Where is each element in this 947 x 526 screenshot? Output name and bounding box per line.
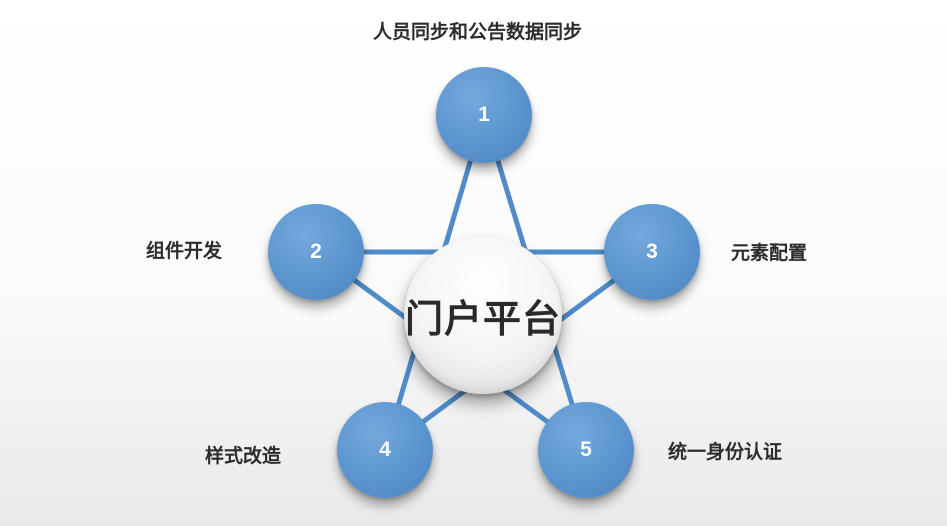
node-2-number: 2 bbox=[310, 240, 322, 263]
node-5-label: 统一身份认证 bbox=[668, 441, 783, 463]
node-1-circle: 1 bbox=[436, 67, 532, 163]
node-1-number: 1 bbox=[478, 103, 490, 126]
node-4-circle: 4 bbox=[337, 402, 433, 498]
node-5-circle: 5 bbox=[538, 402, 634, 498]
node-1-label: 人员同步和公告数据同步 bbox=[373, 21, 583, 43]
node-3-number: 3 bbox=[646, 240, 658, 263]
node-4-number: 4 bbox=[379, 438, 391, 461]
node-2-circle: 2 bbox=[268, 204, 364, 300]
node-3-label: 元素配置 bbox=[731, 242, 808, 264]
node-4-label: 样式改造 bbox=[205, 445, 282, 467]
node-3-circle: 3 bbox=[604, 204, 700, 300]
center-hub: 门户平台 bbox=[404, 236, 562, 394]
node-5-number: 5 bbox=[580, 438, 592, 461]
node-2-label: 组件开发 bbox=[146, 240, 223, 262]
center-hub-label: 门户平台 bbox=[404, 296, 561, 341]
